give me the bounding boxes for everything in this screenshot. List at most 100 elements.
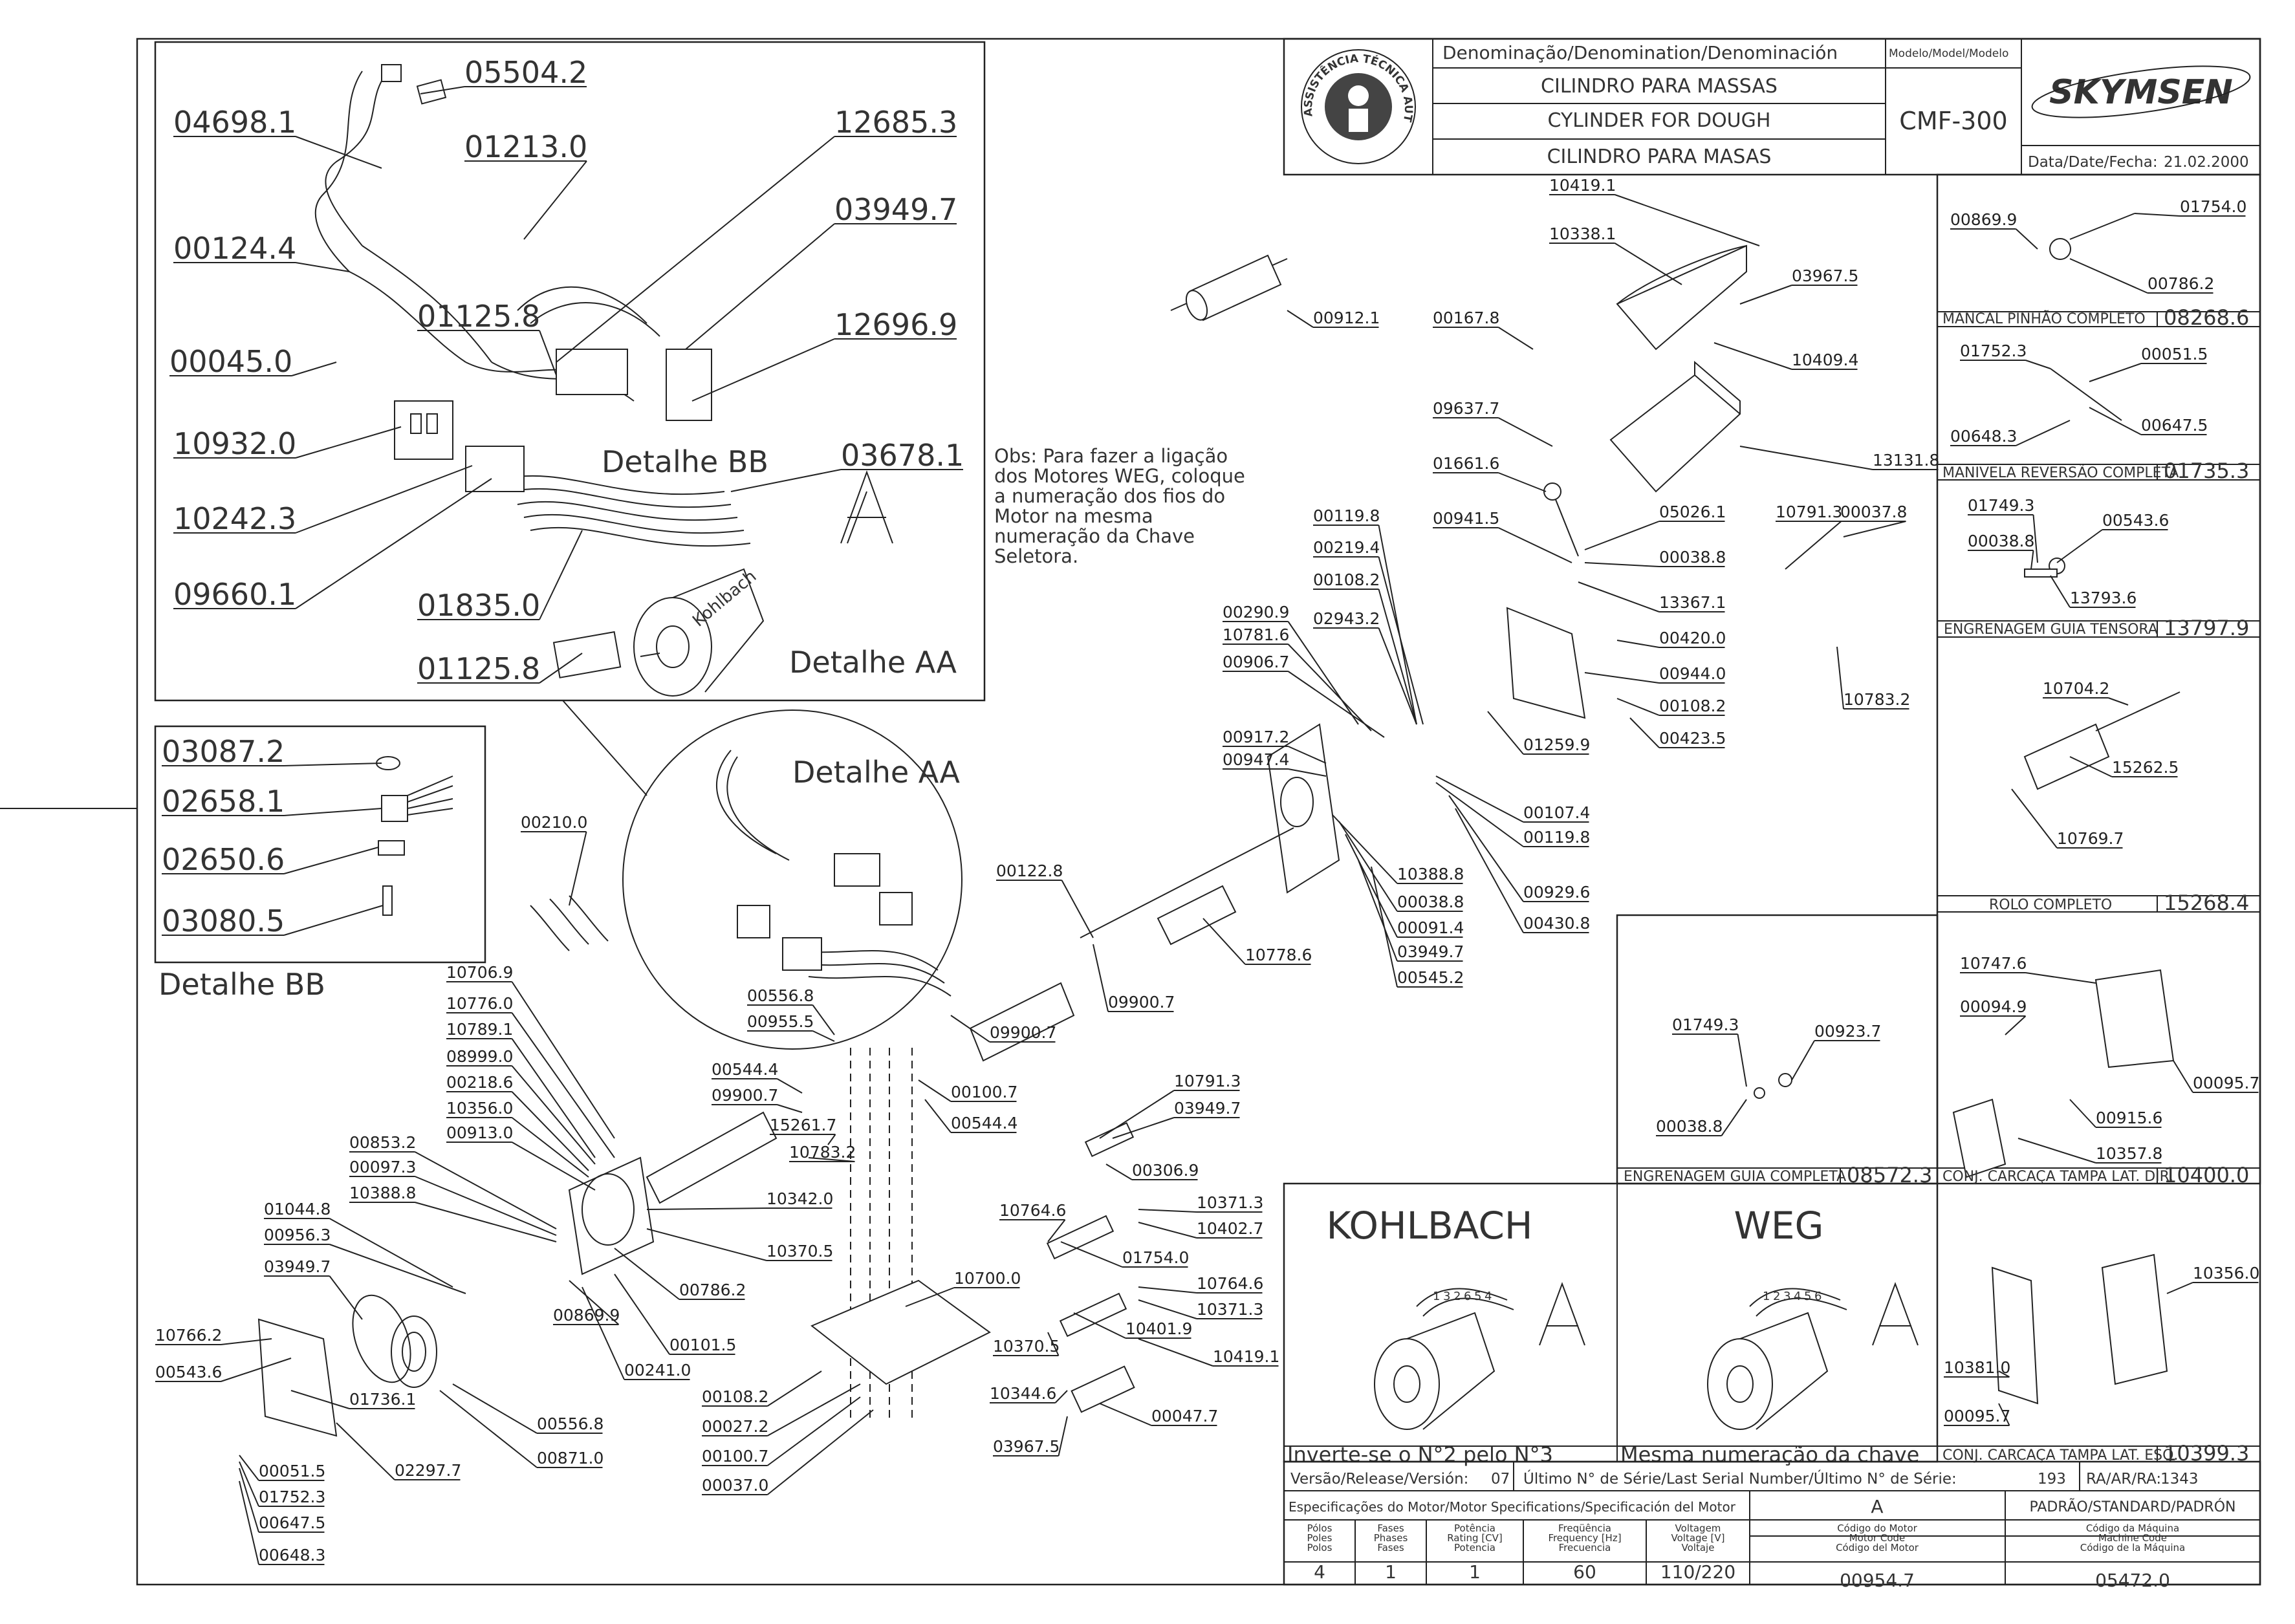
spec-column-label: Machine Code (2098, 1532, 2167, 1544)
note-line: Obs: Para fazer a ligação (994, 445, 1228, 467)
top-cover (1616, 244, 1747, 351)
spec-column-value: 1 (1469, 1561, 1481, 1583)
subassembly-name: CONJ. CARCAÇA TAMPA LAT. DIR. (1942, 1169, 2173, 1185)
spec-motor-letter: A (1871, 1496, 1883, 1517)
part-label-10700.0: 10700.0 (954, 1269, 1021, 1288)
note-line: Motor na mesma (994, 505, 1153, 527)
detail-aa-part-10932.0: 10932.0 (173, 426, 296, 461)
part-label-00944.0: 00944.0 (1659, 664, 1726, 683)
detail-aa-part-01213.0: 01213.0 (464, 129, 587, 164)
detail-aa-panel: Kohlbach A Detalhe AA Detalhe BB 05504.2… (154, 41, 986, 702)
part-label-00853.2: 00853.2 (349, 1133, 416, 1152)
part-label-00917.2: 00917.2 (1223, 728, 1289, 746)
spec-column-label: Phases (1374, 1532, 1408, 1544)
part-label-10778.6: 10778.6 (1245, 946, 1312, 964)
upper-roller (1170, 254, 1288, 321)
detail-bb-part-03080.5: 03080.5 (162, 904, 285, 938)
kohlbach-title: KOHLBACH (1327, 1204, 1533, 1248)
spec-column-label: Freqüência (1558, 1522, 1611, 1534)
part-label-03967.5: 03967.5 (993, 1437, 1060, 1456)
spec-column-label: Fases (1377, 1542, 1404, 1554)
kohlbach-connector-number: 2 (1453, 1290, 1461, 1303)
part-label-00929.6: 00929.6 (1523, 883, 1590, 902)
spec-column-label: Motor Code (1849, 1532, 1906, 1544)
sub-part-00095.7: 00095.7 (1944, 1407, 2010, 1425)
part-label-10789.1: 10789.1 (446, 1020, 513, 1039)
spec-column-value: 60 (1573, 1561, 1596, 1583)
part-label-10356.0: 10356.0 (446, 1099, 513, 1118)
spec-column-label: Código do Motor (1837, 1522, 1917, 1534)
part-label-10706.9: 10706.9 (446, 963, 513, 982)
part-label-10402.7: 10402.7 (1197, 1219, 1263, 1238)
spec-column-label: Código del Motor (1836, 1542, 1919, 1554)
spec-column-value: 110/220 (1660, 1561, 1735, 1583)
part-label-01259.9: 01259.9 (1523, 735, 1590, 754)
note-line: numeração da Chave (994, 525, 1195, 547)
weg-title: WEG (1734, 1204, 1824, 1248)
gear-housing (1267, 723, 1340, 894)
part-label-09900.7: 09900.7 (1108, 993, 1175, 1012)
kohlbach-motor-drawing (1374, 1282, 1585, 1430)
brand-logo: SKYMSEN (2049, 73, 2233, 112)
sub-part-00094.9: 00094.9 (1960, 997, 2027, 1016)
sub-part-10381.0: 10381.0 (1944, 1358, 2010, 1377)
date-value: 21.02.2000 (2164, 154, 2249, 171)
kohlbach-connector-number: 1 (1433, 1290, 1440, 1303)
part-label-00543.6: 00543.6 (155, 1363, 222, 1381)
spec-column-label: Poles (1307, 1532, 1332, 1544)
part-label-00037.0: 00037.0 (702, 1476, 768, 1495)
note-line: a numeração dos fios do (994, 485, 1225, 507)
part-label-00038.8: 00038.8 (1397, 893, 1464, 911)
kohlbach-connector-number: 4 (1485, 1290, 1492, 1303)
detail-aa-part-09660.1: 09660.1 (173, 577, 296, 612)
sub-part-10769.7: 10769.7 (2057, 829, 2124, 848)
sub-part-01754.0: 01754.0 (2180, 197, 2246, 216)
part-label-13367.1: 13367.1 (1659, 593, 1726, 612)
sub-part-00869.9: 00869.9 (1950, 210, 2017, 229)
detail-aa-part-04698.1: 04698.1 (173, 105, 296, 140)
spec-column-value: 05472.0 (2095, 1570, 2170, 1591)
spec-column-label: Voltage [V] (1671, 1532, 1725, 1544)
part-label-01754.0: 01754.0 (1122, 1248, 1189, 1267)
part-label-00119.8: 00119.8 (1313, 506, 1380, 525)
part-label-10388.8: 10388.8 (1397, 865, 1464, 883)
left-side-cover (257, 1318, 338, 1437)
sub-part-01752.3: 01752.3 (1960, 341, 2027, 360)
sub-part-01749.3: 01749.3 (1968, 496, 2034, 515)
spec-column-label: Potencia (1454, 1542, 1496, 1554)
part-label-05026.1: 05026.1 (1659, 503, 1726, 521)
part-label-00556.8: 00556.8 (747, 986, 814, 1005)
part-label-00941.5: 00941.5 (1433, 509, 1499, 528)
detail-bb-part-02650.6: 02650.6 (162, 842, 285, 877)
name-es: CILINDRO PARA MASAS (1547, 146, 1772, 168)
part-label-00107.4: 00107.4 (1523, 803, 1590, 822)
part-label-10764.6: 10764.6 (1197, 1274, 1263, 1293)
kohlbach-connector-number: 5 (1474, 1290, 1481, 1303)
sub-part-10356.0: 10356.0 (2193, 1264, 2259, 1283)
part-label-00108.2: 00108.2 (1659, 697, 1726, 715)
subassembly-name: ENGRENAGEM GUIA COMPLETA (1624, 1169, 1846, 1185)
part-label-00038.8: 00038.8 (1659, 548, 1726, 567)
weg-connector-number: 5 (1804, 1290, 1811, 1303)
part-label-10764.6: 10764.6 (999, 1201, 1066, 1220)
part-label-00869.9: 00869.9 (553, 1306, 620, 1325)
detail-aa-part-00045.0: 00045.0 (169, 344, 292, 379)
part-label-00119.8: 00119.8 (1523, 828, 1590, 847)
spec-column-label: Voltagem (1675, 1522, 1721, 1534)
part-label-00210.0: 00210.0 (521, 813, 587, 832)
subassembly-code: 15268.4 (2164, 891, 2249, 915)
part-label-15261.7: 15261.7 (770, 1116, 836, 1134)
part-label-00100.7: 00100.7 (702, 1447, 768, 1466)
part-label-00037.8: 00037.8 (1840, 503, 1907, 521)
part-label-02297.7: 02297.7 (395, 1461, 461, 1480)
detail-aa-part-01125.8: 01125.8 (417, 651, 540, 686)
sub-part-00038.8: 00038.8 (1968, 532, 2034, 550)
part-label-10776.0: 10776.0 (446, 994, 513, 1013)
detail-aa-part-05504.2: 05504.2 (464, 55, 587, 90)
part-label-00906.7: 00906.7 (1223, 653, 1289, 671)
sub-part-10357.8: 10357.8 (2096, 1144, 2162, 1163)
